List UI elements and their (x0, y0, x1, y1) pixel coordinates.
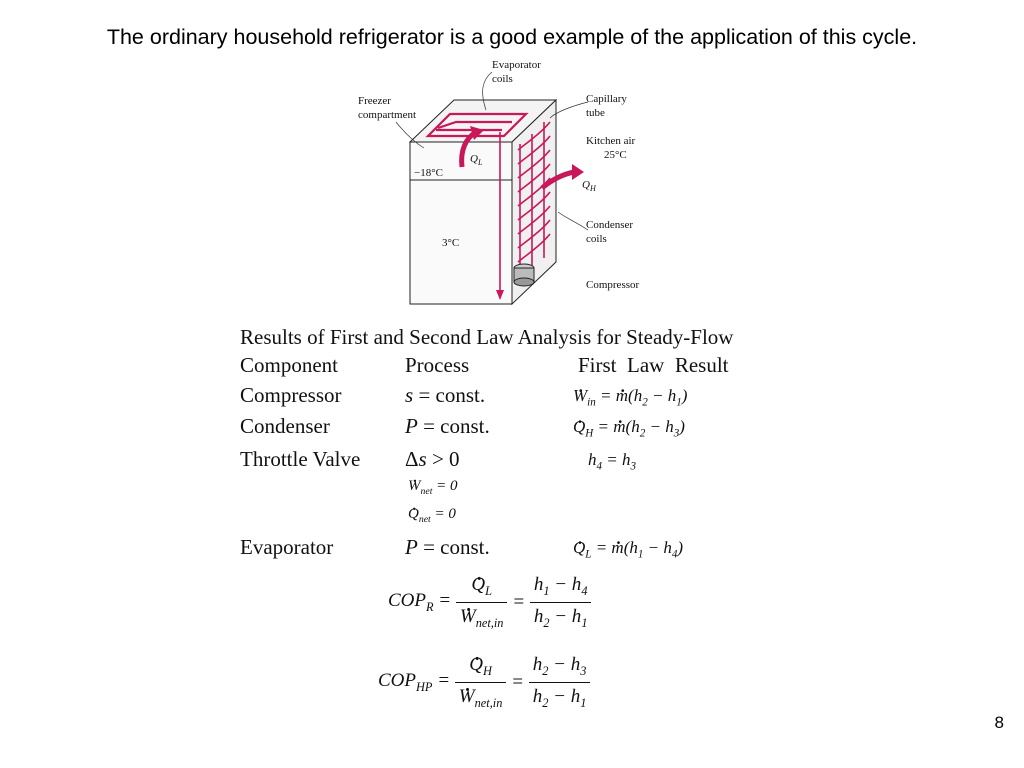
label-capillary: Capillary (586, 93, 627, 105)
condenser-coils (517, 121, 551, 280)
label-kitchen-temp: 25°C (604, 149, 627, 161)
row-throttle-component: Throttle Valve (240, 447, 361, 471)
row-evaporator-component: Evaporator (240, 535, 334, 559)
label-evaporator: Evaporator (492, 59, 541, 71)
row-throttle-process: Δs > 0 (405, 447, 460, 471)
row-throttle-qnet: Qnet = 0 (408, 498, 456, 525)
label-freezer: Freezer (358, 95, 391, 107)
label-freezer-temp: −18°C (414, 167, 443, 179)
table-title: Results of First and Second Law Analysis… (240, 325, 734, 349)
page-number: 8 (994, 713, 1004, 732)
row-condenser-result: QH = m(h2 − h3) (573, 408, 685, 440)
header-component: Component (240, 353, 338, 377)
row-condenser-process: P = const. (405, 414, 490, 438)
row-compressor-process: s = const. (405, 383, 486, 407)
row-compressor-result: Win = m(h2 − h1) (573, 377, 687, 409)
label-fridge-temp: 3°C (442, 237, 459, 249)
row-condenser-component: Condenser (240, 414, 330, 438)
label-compressor: Compressor (586, 279, 640, 291)
label-ql: QL (470, 153, 483, 167)
header-process: Process (405, 353, 470, 377)
slide-heading: The ordinary household refrigerator is a… (106, 25, 918, 49)
evaporator-coils (425, 112, 529, 138)
refrigerator-diagram: Evaporator coils Freezer compartment Cap… (358, 59, 640, 306)
label-compartment: compartment (358, 109, 416, 121)
label-condenser: Condenser (586, 219, 633, 231)
header-result: First Law Result (578, 353, 729, 377)
row-evaporator-result: QL = m(h1 − h4) (573, 529, 683, 561)
cabinet-outline (408, 98, 558, 306)
label-evaporator-coils: coils (492, 73, 513, 85)
refrigerant-arrow (496, 290, 504, 300)
row-compressor-component: Compressor (240, 383, 342, 407)
leader-lines (395, 71, 589, 231)
row-throttle-result: h4 = h3 (588, 450, 637, 473)
compressor-shape (513, 263, 535, 287)
label-tube: tube (586, 107, 605, 119)
row-throttle-wnet: Wnet = 0 (408, 470, 458, 497)
label-condenser-coils: coils (586, 233, 607, 245)
label-qh: QH (582, 179, 597, 193)
qh-arrow (540, 169, 575, 190)
label-kitchen-air: Kitchen air (586, 135, 636, 147)
row-evaporator-process: P = const. (405, 535, 490, 559)
